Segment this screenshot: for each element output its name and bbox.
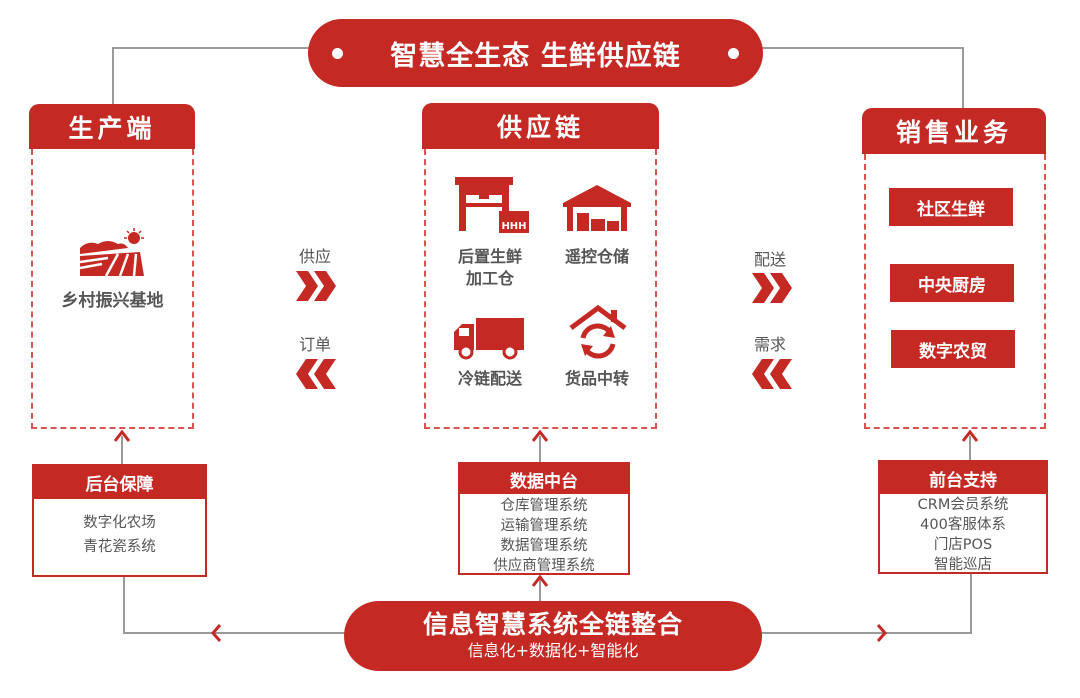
frontend-line: 400客服体系 [920,517,1006,533]
dot-icon [332,48,343,59]
backend-line: 青花瓷系统 [83,539,156,555]
flow-label-demand: 需求 [753,335,786,354]
connector-line [112,47,114,105]
double-chevron-right-icon [752,273,792,303]
flow-label-supply: 供应 [298,247,331,266]
data-line: 仓库管理系统 [500,498,588,514]
arrow-up-icon [962,430,978,442]
transfer-house-icon [569,304,627,359]
arrow-left-icon [211,624,222,642]
flow-label-order: 订单 [298,335,331,354]
farmland-icon [79,228,144,277]
data-line: 运输管理系统 [500,518,588,534]
svg-text:HHH: HHH [501,221,526,232]
connector-line [969,436,971,460]
integration-subtitle: 信息化+数据化+智能化 [467,641,639,660]
connector-line [962,47,964,109]
title-text: 智慧全生态 生鲜供应链 [390,40,681,72]
connector-line [539,580,541,602]
integration-title: 信息智慧系统全链整合 [422,610,683,639]
supply-item-processing: 后置生鲜加工仓 [457,247,522,288]
double-chevron-right-icon [296,271,336,301]
connector-line [760,47,964,49]
supply-item-transfer: 货品中转 [564,369,629,388]
arrow-up-icon [532,430,548,442]
backend-support-title: 后台保障 [34,466,205,499]
frontend-line: CRM会员系统 [917,497,1009,513]
title-banner: 智慧全生态 生鲜供应链 [308,19,763,87]
sales-header: 销售业务 [862,108,1046,154]
double-chevron-left-icon [296,359,336,389]
supply-item-storage: 遥控仓储 [564,247,629,266]
connector-line [758,632,972,634]
delivery-truck-icon [454,318,524,360]
frontend-support-title: 前台支持 [880,462,1046,494]
flow-label-delivery: 配送 [753,250,786,269]
integration-banner: 信息智慧系统全链整合 信息化+数据化+智能化 [344,601,762,671]
arrow-up-icon [114,430,130,442]
sales-central-kitchen: 中央厨房 [890,264,1014,302]
sales-community-fresh: 社区生鲜 [889,188,1013,226]
double-chevron-left-icon [752,359,792,389]
frontend-line: 智能巡店 [934,557,992,573]
backend-line: 数字化农场 [83,515,156,531]
production-item: 乡村振兴基地 [61,291,164,311]
sales-panel [864,154,1046,429]
data-line: 供应商管理系统 [493,558,595,574]
data-line: 数据管理系统 [500,538,588,554]
production-header: 生产端 [29,104,195,149]
arrow-right-icon [876,624,887,642]
arrow-up-icon [532,575,548,587]
warehouse-icon [563,185,631,231]
sales-digital-market: 数字农贸 [891,330,1015,368]
frontend-support-box: 前台支持 CRM会员系统 400客服体系 门店POS 智能巡店 [878,460,1048,574]
dot-icon [728,48,739,59]
production-panel [31,149,194,429]
connector-line [123,632,348,634]
frontend-line: 门店POS [933,537,993,553]
connector-line [539,436,541,462]
data-platform-title: 数据中台 [460,464,628,494]
connector-line [112,47,312,49]
data-platform-box: 数据中台 仓库管理系统 运输管理系统 数据管理系统 供应商管理系统 [458,462,630,575]
supply-item-cold-chain: 冷链配送 [457,369,522,388]
connector-line [121,436,123,464]
processing-warehouse-icon: HHH [455,177,529,233]
supply-panel [424,149,657,429]
connector-line [123,576,125,634]
connector-line [970,573,972,634]
backend-support-box: 后台保障 数字化农场 青花瓷系统 [32,464,207,577]
supply-header: 供应链 [422,103,659,149]
